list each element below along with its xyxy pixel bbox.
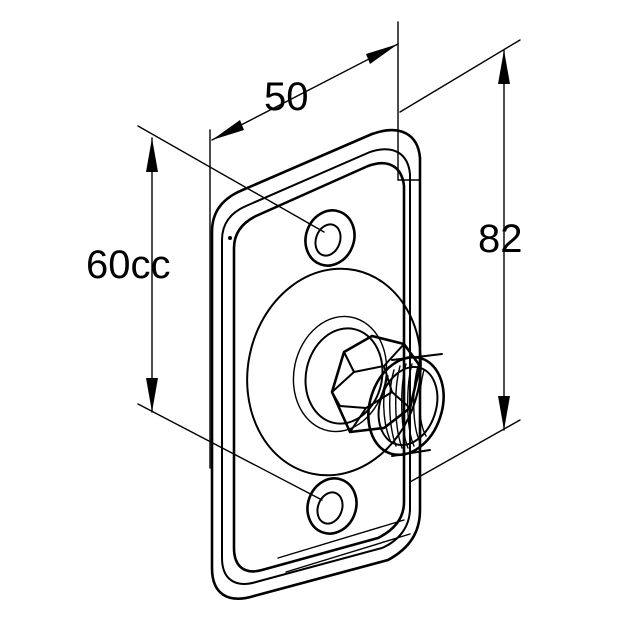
dimension-label-hole-spacing: 60cc (86, 243, 171, 287)
plate-bottom-ridge-2 (285, 533, 411, 573)
dimension-height: 82 (399, 39, 523, 483)
plate-mark (228, 236, 232, 240)
mounting-hole-lower (306, 477, 358, 535)
hex-nut (330, 334, 422, 434)
mounting-hole-upper (304, 209, 356, 267)
dimension-width: 50 (209, 21, 399, 469)
arrow-head (146, 138, 158, 172)
central-boss (246, 267, 422, 477)
dimension-line-width (211, 43, 399, 141)
boss-outer-ring (246, 267, 422, 477)
outlet-edge (391, 353, 443, 361)
mounting-plate (210, 128, 422, 600)
plate-raised-face (232, 161, 406, 573)
thread-lines (383, 363, 427, 449)
arrow-head (498, 396, 510, 430)
dimension-label-height: 82 (478, 217, 523, 261)
extension-line-top (399, 39, 521, 113)
boss-seat-inner (304, 327, 384, 425)
plate-inner-rim (221, 148, 411, 585)
arrow-head (146, 378, 158, 412)
hex-nut-facet (331, 391, 367, 409)
dimension-hole-spacing: 60cc (86, 125, 325, 501)
arrow-head (366, 44, 398, 64)
extension-line-upper-hole (137, 125, 325, 233)
hex-nut-outline (330, 334, 422, 434)
arrow-head (212, 120, 244, 140)
extension-line-bottom (409, 419, 521, 483)
arrow-head (498, 50, 510, 84)
hex-nut-facet (353, 343, 405, 373)
boss-seat (292, 315, 388, 433)
extension-line-lower-hole (137, 403, 323, 501)
threaded-outlet (367, 353, 445, 457)
dimension-label-width: 50 (264, 75, 309, 119)
outlet-outer (367, 355, 445, 457)
plate-bottom-ridge (277, 519, 405, 559)
outlet-edge (391, 449, 431, 457)
plate-outer-edge (210, 128, 422, 600)
